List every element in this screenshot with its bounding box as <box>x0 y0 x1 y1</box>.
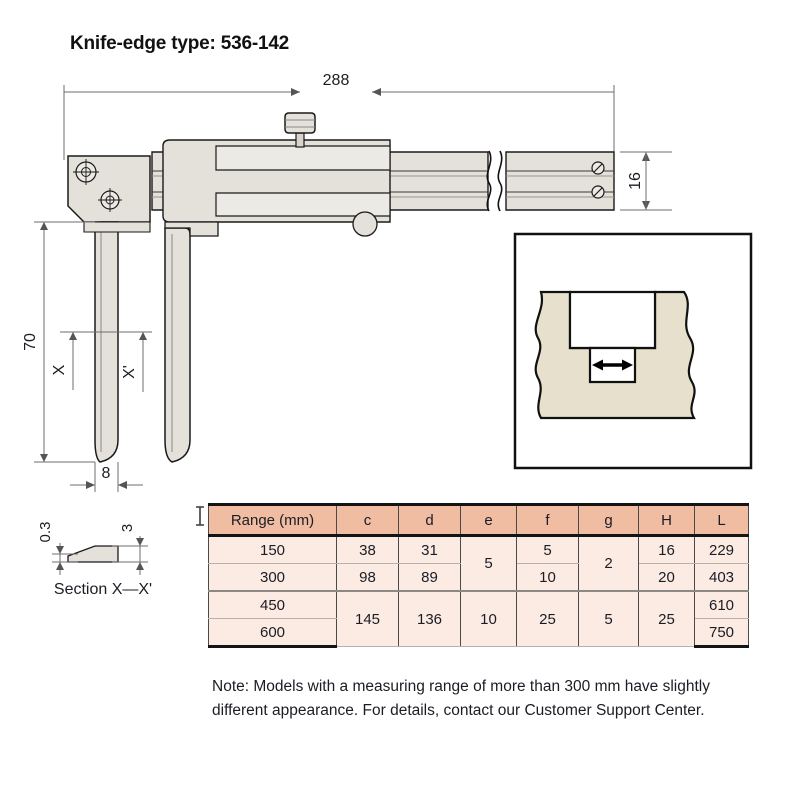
cell-range: 450 <box>208 590 337 619</box>
cell-range: 300 <box>208 563 337 592</box>
cell-l: 229 <box>694 535 749 564</box>
table-row: 600 750 <box>208 618 749 648</box>
dimension-beam-height: 16 <box>620 151 672 211</box>
inset-groove-detail <box>513 232 753 470</box>
dimension-label-8: 8 <box>102 465 111 482</box>
cell-f: 10 <box>516 563 579 592</box>
table-row: 450 145 136 10 25 5 25 610 <box>208 590 749 647</box>
col-header-f: f <box>516 503 579 537</box>
section-detail-x-xprime: 0.3 3 Section X—X' <box>37 522 152 598</box>
dimension-jaw-x-prime: X' <box>120 331 152 392</box>
groove-measure-arrow <box>592 359 633 371</box>
dimension-label-x: X <box>51 364 68 375</box>
dimension-label-16: 16 <box>627 172 644 190</box>
dimension-jaw-x: X <box>51 331 120 390</box>
fixed-head-screws <box>73 159 122 212</box>
cell-f: 25 <box>516 590 579 647</box>
spec-table: Range (mm) c d e f g H L 150 38 31 5 5 2… <box>208 503 749 648</box>
beam-end-screws <box>591 161 605 199</box>
cell-c: 145 <box>336 590 399 647</box>
dimension-jaw-thickness: 8 <box>70 462 143 492</box>
col-header-d: d <box>398 503 461 537</box>
dimension-label-x-prime: X' <box>121 365 138 379</box>
cell-h: 25 <box>638 590 695 647</box>
col-header-g: g <box>578 503 639 537</box>
spec-table-container: Range (mm) c d e f g H L 150 38 31 5 5 2… <box>208 503 749 648</box>
page-title: Knife-edge type: 536-142 <box>70 33 290 54</box>
knife-edge-jaw-movable <box>164 227 191 463</box>
text-cursor-icon <box>196 506 204 526</box>
table-row: 300 98 89 10 20 403 <box>208 563 749 592</box>
slider-pivot-boss <box>352 211 378 237</box>
col-header-e: e <box>460 503 517 537</box>
cell-f: 5 <box>516 535 579 564</box>
col-header-h: H <box>638 503 695 537</box>
cell-l: 610 <box>694 590 749 619</box>
dimension-jaw-depth: 70 <box>22 221 95 463</box>
note-label: Note: <box>212 678 250 695</box>
section-caption-label: Section X—X' <box>54 581 152 598</box>
cell-d: 31 <box>398 535 461 564</box>
table-header-row: Range (mm) c d e f g H L <box>208 503 749 537</box>
cell-h: 16 <box>638 535 695 564</box>
col-header-c: c <box>336 503 399 537</box>
cell-e: 5 <box>460 535 517 592</box>
beam-break-line <box>486 150 503 212</box>
dimension-label-288: 288 <box>323 72 350 89</box>
dimension-label-70: 70 <box>22 333 39 351</box>
caliper-beam-right-segment <box>505 151 615 211</box>
cell-l: 403 <box>694 563 749 592</box>
section-profile-shape <box>67 545 119 563</box>
col-header-range: Range (mm) <box>208 503 337 537</box>
cell-d: 89 <box>398 563 461 592</box>
cell-h: 20 <box>638 563 695 592</box>
cell-c: 98 <box>336 563 399 592</box>
table-note: Note: Models with a measuring range of m… <box>212 675 736 723</box>
cell-range: 600 <box>208 618 337 648</box>
dimension-label-0-3: 0.3 <box>37 522 54 543</box>
cell-e: 10 <box>460 590 517 647</box>
cell-d: 136 <box>398 590 461 647</box>
dimension-overall-length: 288 <box>63 72 615 160</box>
caliper-assembly <box>67 112 615 463</box>
cell-g: 5 <box>578 590 639 647</box>
cell-c: 38 <box>336 535 399 564</box>
note-text: Models with a measuring range of more th… <box>212 678 710 719</box>
cell-l: 750 <box>694 618 749 648</box>
cell-g: 2 <box>578 535 639 592</box>
table-row: 150 38 31 5 5 2 16 229 <box>208 535 749 592</box>
dimension-label-3: 3 <box>119 524 136 532</box>
col-header-l: L <box>694 503 749 537</box>
cell-range: 150 <box>208 535 337 564</box>
thumb-wheel-knob <box>284 112 316 148</box>
movable-jaw-shoulder <box>164 221 219 237</box>
slot-opening <box>568 290 657 350</box>
knife-edge-jaw-fixed <box>94 221 119 463</box>
